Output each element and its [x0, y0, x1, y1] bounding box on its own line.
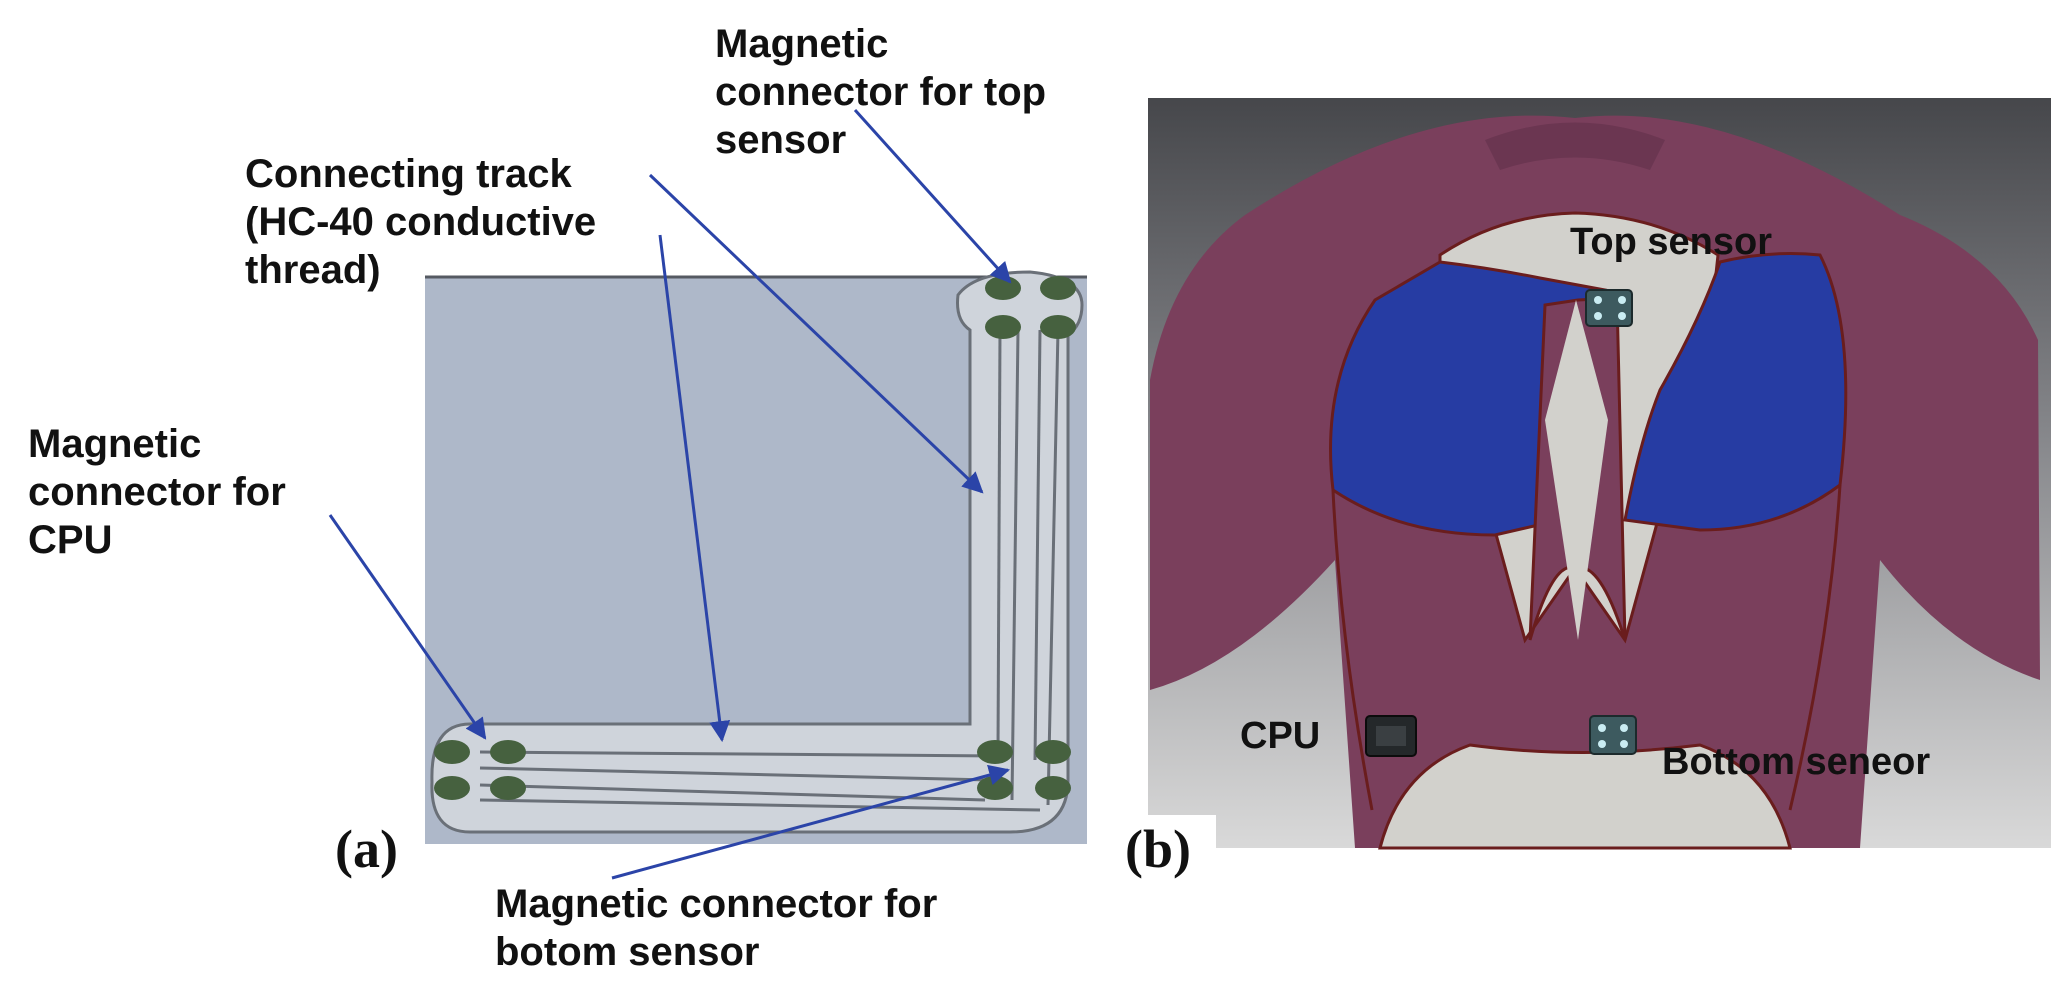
arrow-track-bottom [658, 234, 731, 743]
label-connecting-track: Connecting track (HC-40 conductive threa… [245, 150, 596, 294]
sensor-body [1589, 715, 1637, 755]
contact-pad [434, 776, 470, 800]
label-bottom-sensor: Bottom seneor [1662, 741, 1931, 783]
contacts-top-sensor [985, 276, 1076, 339]
label-line: Magnetic connector for [495, 882, 938, 926]
label-line: connector for top [715, 70, 1047, 114]
label-line: Magnetic [715, 22, 889, 66]
contacts-cpu [434, 740, 526, 800]
arrow-bottom-connector [611, 764, 1011, 880]
top-sensor-module [1585, 289, 1633, 327]
label-line: connector for [28, 470, 286, 514]
label-line: sensor [715, 118, 847, 162]
contact-pad [977, 740, 1013, 764]
blue-panel-right [1623, 252, 1848, 532]
torso-seam [1788, 484, 1842, 811]
v-notch-inner [1545, 300, 1608, 640]
bottom-sensor-module [1589, 715, 1637, 755]
contact-pad [1035, 740, 1071, 764]
arrow-top-connector [853, 108, 1012, 284]
contact-pad [1035, 776, 1071, 800]
label-bottom-connector: Magnetic connector for botom sensor [495, 880, 937, 976]
callout-arrows [328, 108, 1012, 880]
label-top-connector: Magnetic connector for top sensor [715, 20, 1046, 164]
label-line: botom sensor [495, 930, 760, 974]
contact-pad [1040, 315, 1076, 339]
arrow-track-right [648, 173, 984, 494]
sensor-body [1585, 289, 1633, 327]
panel-b-tag: (b) [1125, 819, 1191, 879]
cpu-module [1365, 715, 1417, 757]
contact-pad [977, 776, 1013, 800]
label-line: Magnetic [28, 422, 202, 466]
label-line: thread) [245, 248, 381, 292]
label-cpu: CPU [1240, 715, 1321, 757]
label-line: CPU [28, 518, 113, 562]
contact-pad [985, 315, 1021, 339]
contact-pad [434, 740, 470, 764]
label-line: Connecting track [245, 152, 572, 196]
panel-b-tag-bg [1148, 815, 1216, 875]
arrow-cpu-connector [328, 514, 487, 740]
contacts-bottom-sensor [977, 740, 1071, 800]
contact-pad [1040, 276, 1076, 300]
collar [1485, 122, 1665, 170]
contact-pad [490, 776, 526, 800]
label-cpu-connector: Magnetic connector for CPU [28, 420, 286, 564]
contact-pad [490, 740, 526, 764]
label-line: (HC-40 conductive [245, 200, 597, 244]
panel-b-garment [1148, 98, 2051, 875]
contact-pad [985, 276, 1021, 300]
label-top-sensor: Top sensor [1570, 221, 1772, 263]
panel-a-diagram [328, 108, 1087, 880]
conductive-tracks [479, 329, 1060, 812]
panel-a-tag: (a) [335, 819, 398, 879]
torso-seam [1331, 489, 1374, 811]
